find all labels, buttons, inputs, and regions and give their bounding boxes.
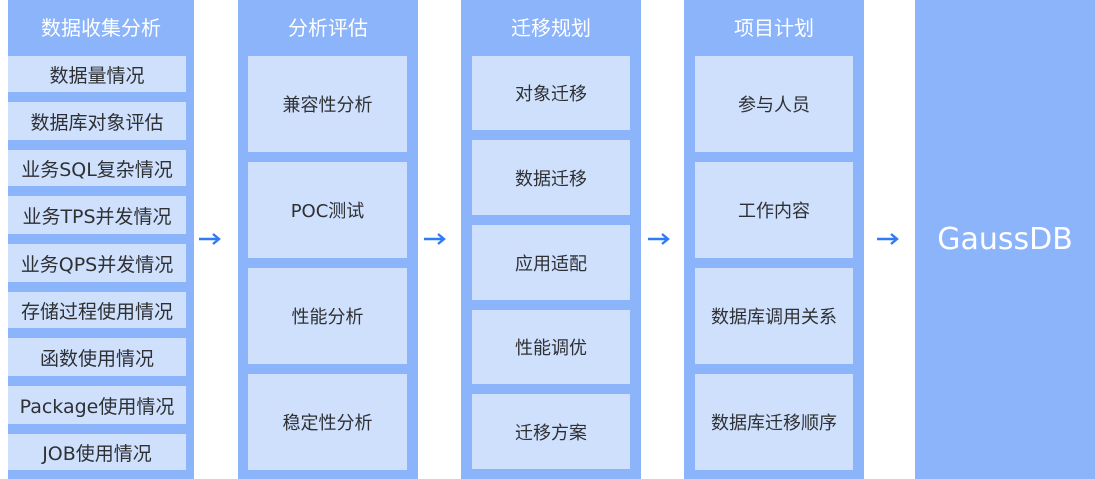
column-title: 分析评估 (288, 16, 368, 40)
list-item: 数据迁移 (472, 140, 630, 215)
list-item: 存储过程使用情况 (8, 292, 186, 328)
list-item: 数据量情况 (8, 56, 186, 92)
list-item: 业务QPS并发情况 (8, 244, 186, 282)
arrow-right-icon (876, 231, 902, 247)
arrow-right-icon (423, 231, 449, 247)
list-item: 数据库对象评估 (8, 102, 186, 140)
arrow-right-icon (198, 231, 224, 247)
list-item: 函数使用情况 (8, 338, 186, 376)
list-item: 业务TPS并发情况 (8, 196, 186, 234)
list-item: 性能调优 (472, 310, 630, 384)
list-item: 稳定性分析 (248, 374, 407, 470)
list-item: 数据库迁移顺序 (695, 374, 853, 470)
list-item: 性能分析 (248, 268, 407, 364)
column-analysis-evaluation: 分析评估 兼容性分析 POC测试 性能分析 稳定性分析 (238, 0, 418, 479)
list-item: 数据库调用关系 (695, 268, 853, 364)
list-item: POC测试 (248, 162, 407, 258)
list-item: 迁移方案 (472, 394, 630, 469)
list-item: 对象迁移 (472, 56, 630, 130)
target-label: GaussDB (937, 222, 1073, 257)
column-migration-planning: 迁移规划 对象迁移 数据迁移 应用适配 性能调优 迁移方案 (461, 0, 641, 479)
list-item: 参与人员 (695, 56, 853, 152)
list-item: 工作内容 (695, 162, 853, 258)
column-title: 项目计划 (734, 16, 814, 40)
column-title: 迁移规划 (511, 16, 591, 40)
list-item: Package使用情况 (8, 386, 186, 424)
list-item: 业务SQL复杂情况 (8, 150, 186, 186)
column-title: 数据收集分析 (41, 16, 161, 40)
arrow-right-icon (647, 231, 673, 247)
column-data-collection: 数据收集分析 数据量情况 数据库对象评估 业务SQL复杂情况 业务TPS并发情况… (8, 0, 194, 479)
target-gaussdb: GaussDB (915, 0, 1095, 479)
list-item: 应用适配 (472, 225, 630, 300)
list-item: JOB使用情况 (8, 434, 186, 470)
column-project-plan: 项目计划 参与人员 工作内容 数据库调用关系 数据库迁移顺序 (684, 0, 864, 479)
list-item: 兼容性分析 (248, 56, 407, 152)
